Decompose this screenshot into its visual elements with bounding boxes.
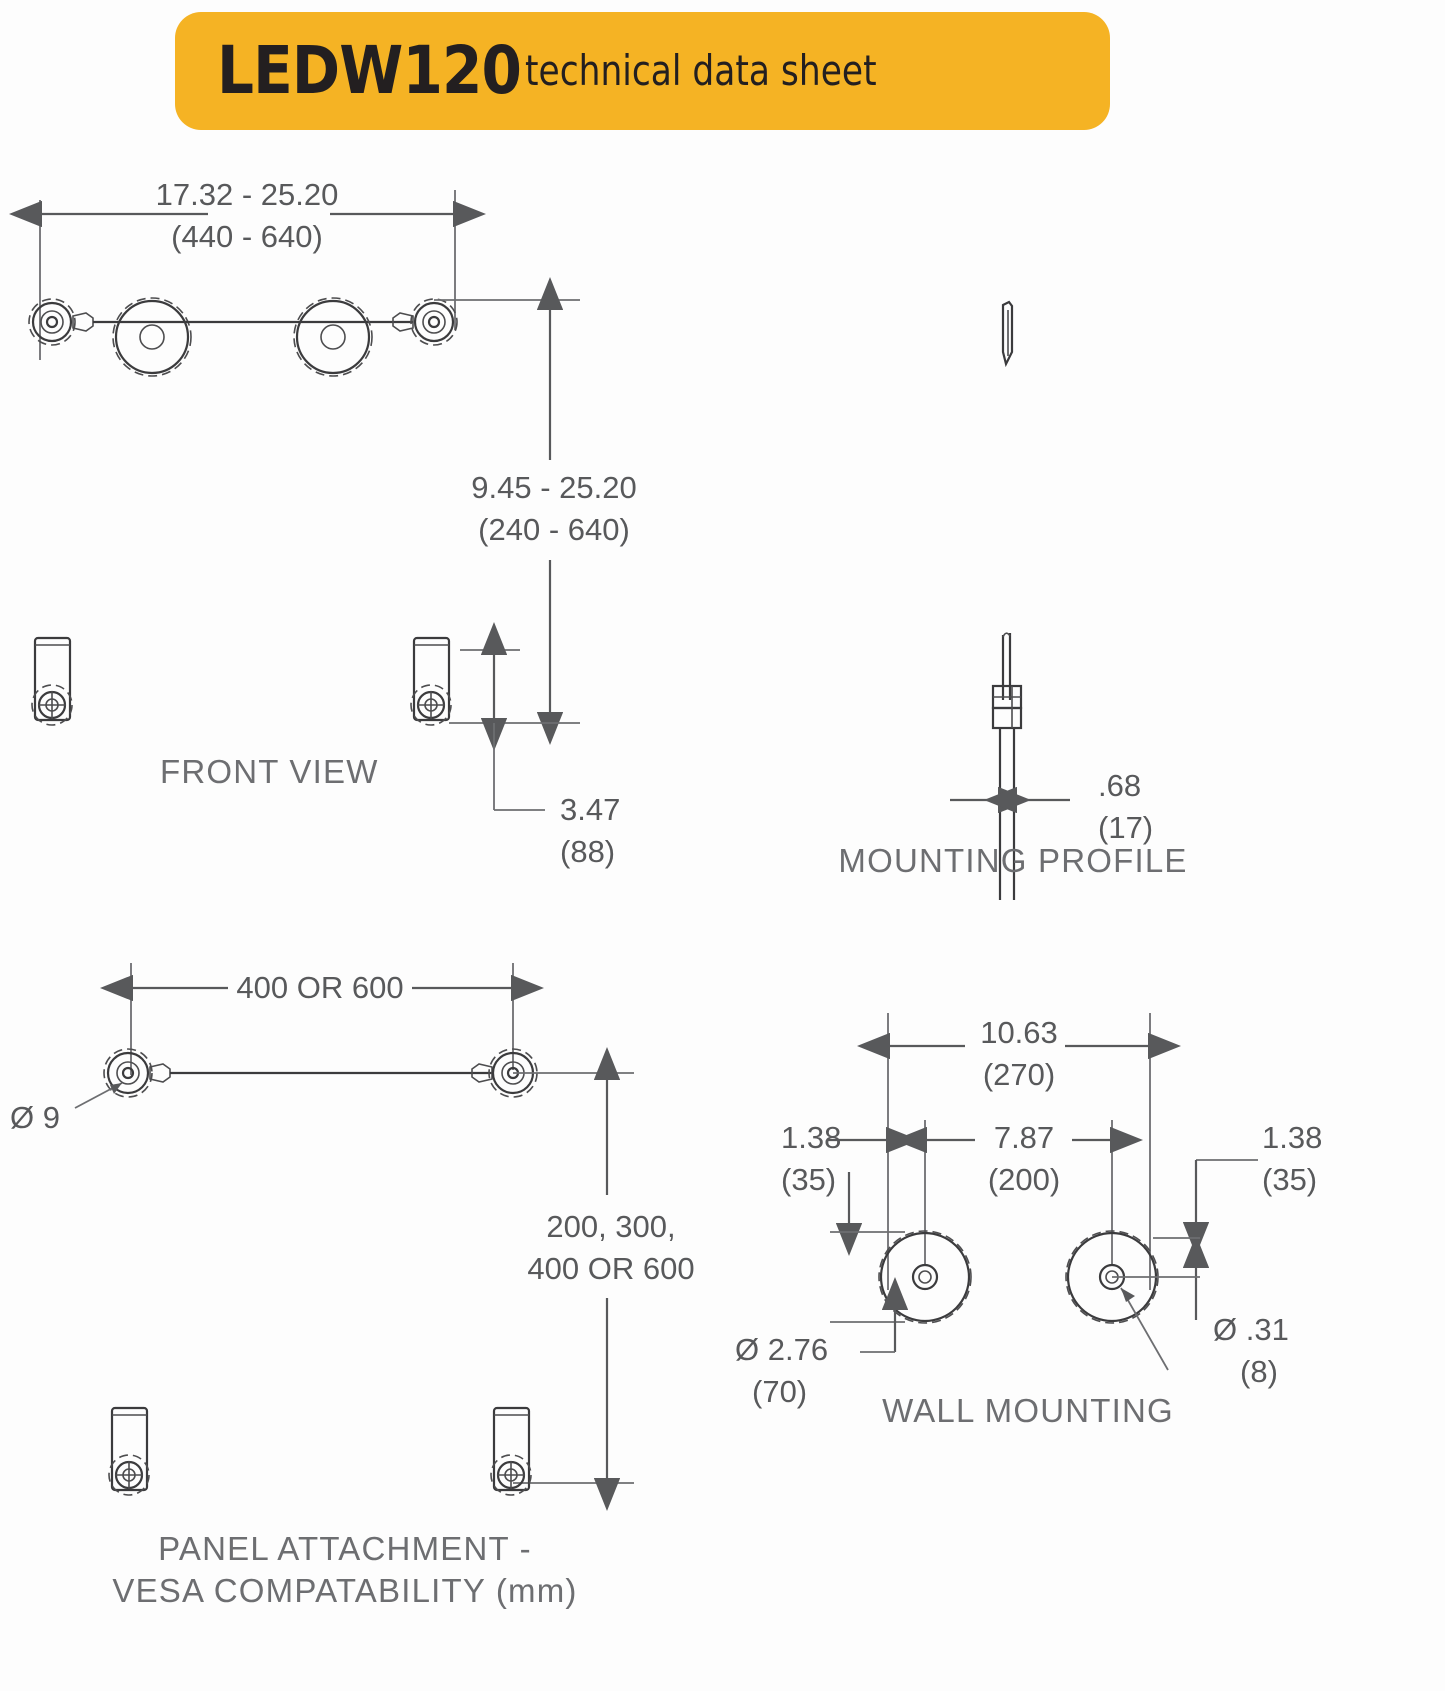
wall-washer-inch: Ø 2.76 bbox=[735, 1332, 828, 1367]
pulley-icon-panel-top-left bbox=[103, 1048, 153, 1098]
wall-washer-mm: (70) bbox=[752, 1374, 807, 1409]
document-subtitle: technical data sheet bbox=[524, 46, 877, 95]
product-name: LEDW120 bbox=[217, 32, 522, 109]
front-width-inch: 17.32 - 25.20 bbox=[156, 177, 339, 212]
wall-inner-inch: 7.87 bbox=[994, 1120, 1054, 1155]
profile-thickness-inch: .68 bbox=[1098, 768, 1141, 803]
cable-clamp-icon-panel-right bbox=[471, 1063, 493, 1083]
wall-mounting-group: 10.63 (270) 7.87 (200) 1.38 (35) 1.38 (3… bbox=[735, 1013, 1322, 1429]
cable-clamp-icon-panel-left bbox=[149, 1063, 171, 1083]
pulley-icon-large-left bbox=[112, 297, 192, 377]
panel-attachment-label-line2: VESA COMPATABILITY (mm) bbox=[112, 1572, 577, 1609]
pulley-icon-top-right bbox=[410, 298, 458, 346]
panel-hole-diameter: Ø 9 bbox=[10, 1100, 60, 1135]
pulley-icon-top-left bbox=[28, 298, 76, 346]
profile-body bbox=[991, 632, 1023, 900]
front-depth-inch: 3.47 bbox=[560, 792, 620, 827]
wall-anchor-icon-front-right bbox=[410, 636, 452, 726]
panel-horizontal-spacing: 400 OR 600 bbox=[236, 970, 403, 1005]
profile-thickness-mm: (17) bbox=[1098, 810, 1153, 845]
wall-edge-right-mm: (35) bbox=[1262, 1162, 1317, 1197]
panel-vertical-line2: 400 OR 600 bbox=[527, 1251, 694, 1286]
front-view-label: FRONT VIEW bbox=[160, 753, 379, 790]
wall-edge-right-inch: 1.38 bbox=[1262, 1120, 1322, 1155]
wall-span-inch: 10.63 bbox=[980, 1015, 1058, 1050]
wall-edge-left-mm: (35) bbox=[781, 1162, 836, 1197]
panel-attachment-label-line1: PANEL ATTACHMENT - bbox=[158, 1530, 532, 1567]
wall-mounting-label: WALL MOUNTING bbox=[882, 1392, 1174, 1429]
wall-anchor-icon-panel-bottom-right bbox=[490, 1406, 532, 1496]
panel-attachment-group: 400 OR 600 bbox=[10, 963, 695, 1609]
screw-dia-leader bbox=[1120, 1287, 1169, 1371]
cable-clamp-icon-right bbox=[392, 312, 414, 332]
title-banner: LEDW120 technical data sheet bbox=[175, 12, 1110, 130]
wall-anchor-washer-left bbox=[878, 1230, 972, 1324]
wall-screw-inch: Ø .31 bbox=[1213, 1312, 1289, 1347]
front-width-mm: (440 - 640) bbox=[171, 219, 323, 254]
mounting-profile-group: .68 (17) MOUNTING PROFILE bbox=[838, 300, 1187, 900]
screw-dia-arrow bbox=[1121, 1288, 1135, 1302]
front-view-group: 17.32 - 25.20 (440 - 640) bbox=[9, 177, 637, 869]
wall-edge-left-inch: 1.38 bbox=[781, 1120, 841, 1155]
front-depth-mm: (88) bbox=[560, 834, 615, 869]
wall-screw-mm: (8) bbox=[1240, 1354, 1278, 1389]
wall-inner-mm: (200) bbox=[988, 1162, 1060, 1197]
wall-span-mm: (270) bbox=[983, 1057, 1055, 1092]
wall-anchor-icon-front-left bbox=[31, 636, 73, 726]
front-height-mm: (240 - 640) bbox=[478, 512, 630, 547]
wall-anchor-icon-panel-bottom-left bbox=[108, 1406, 150, 1496]
cable-clamp-icon-left bbox=[72, 312, 94, 332]
pulley-icon-large-right bbox=[293, 297, 373, 377]
front-height-inch: 9.45 - 25.20 bbox=[471, 470, 636, 505]
profile-fragment-top bbox=[1001, 300, 1014, 368]
hole-leader-arrow bbox=[110, 1083, 122, 1094]
mounting-profile-label: MOUNTING PROFILE bbox=[838, 842, 1187, 879]
panel-vertical-line1: 200, 300, bbox=[546, 1209, 675, 1244]
